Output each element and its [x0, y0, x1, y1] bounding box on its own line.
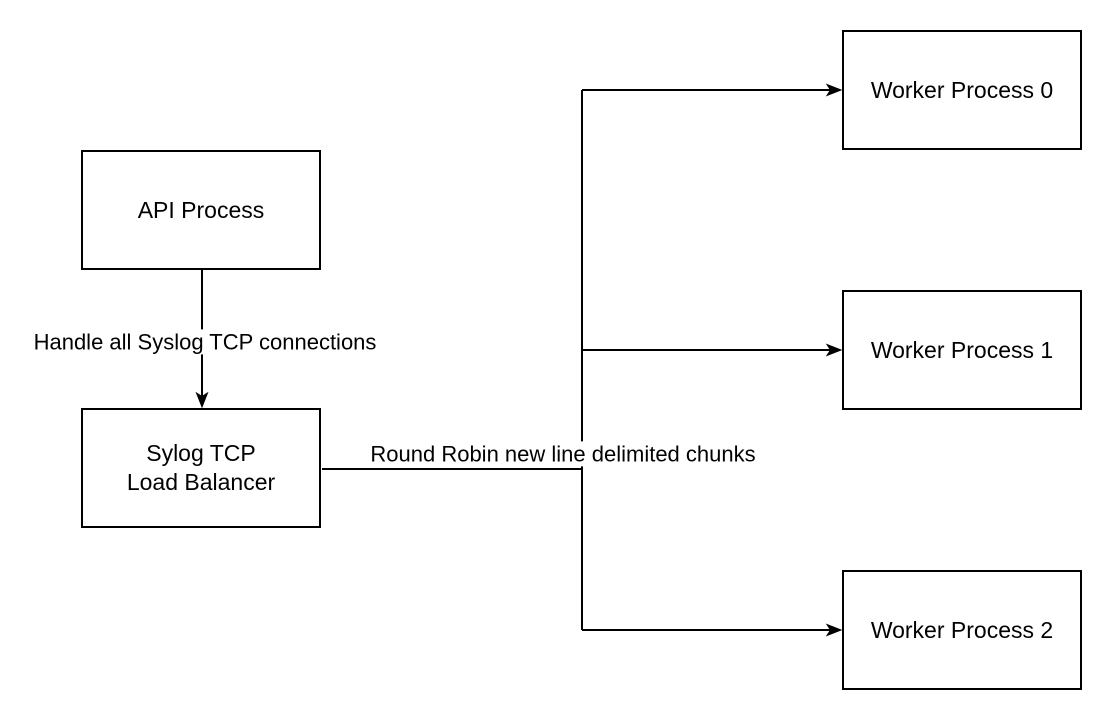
- node-worker-process-1: Worker Process 1: [842, 290, 1082, 410]
- node-worker-process-0: Worker Process 0: [842, 30, 1082, 150]
- arrowhead-right-icon: [825, 623, 843, 637]
- node-api-process: API Process: [81, 150, 321, 270]
- arrowhead-right-icon: [825, 343, 843, 357]
- node-worker-process-2-label: Worker Process 2: [870, 616, 1054, 643]
- node-worker-process-2: Worker Process 2: [842, 570, 1082, 690]
- node-worker-process-0-label: Worker Process 0: [870, 76, 1054, 103]
- edge-label-handle-syslog-connections: Handle all Syslog TCP connections: [32, 329, 378, 355]
- edge-trunk-to-worker-0: [582, 83, 843, 97]
- node-syslog-tcp-load-balancer: Sylog TCP Load Balancer: [81, 408, 321, 528]
- node-api-process-label: API Process: [137, 196, 265, 223]
- node-syslog-tcp-load-balancer-label: Sylog TCP Load Balancer: [126, 440, 276, 495]
- arrowhead-down-icon: [195, 391, 209, 409]
- arrowhead-right-icon: [825, 83, 843, 97]
- edge-label-round-robin-chunks: Round Robin new line delimited chunks: [369, 441, 757, 467]
- edge-trunk-to-worker-2: [582, 623, 843, 637]
- node-worker-process-1-label: Worker Process 1: [870, 336, 1054, 363]
- edge-trunk-to-worker-1: [582, 343, 843, 357]
